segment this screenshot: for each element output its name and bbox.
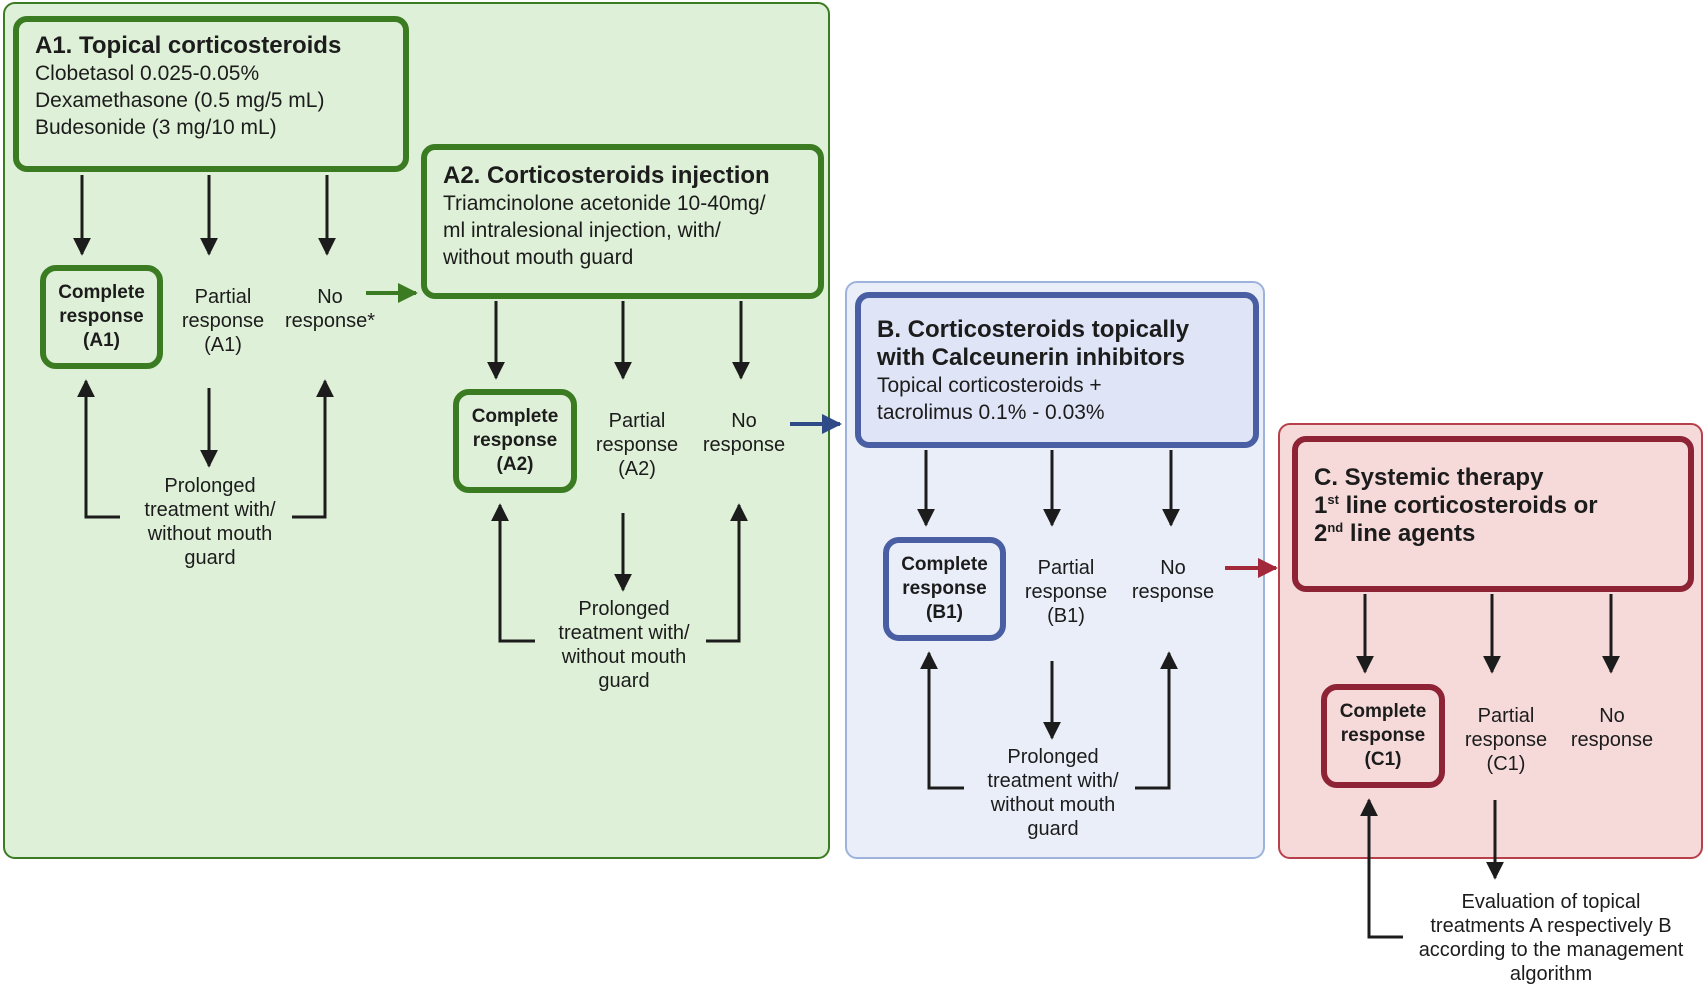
a1-drug-1: Clobetasol 0.025-0.05% <box>35 62 260 85</box>
b-line-2: tacrolimus 0.1% - 0.03% <box>877 401 1105 424</box>
c-title-line-3: 2nd line agents <box>1314 520 1476 547</box>
c-title-line-1: C. Systemic therapy <box>1314 464 1544 491</box>
a2-line-2: ml intralesional injection, with/ <box>443 219 721 242</box>
b-treatment-box: B. Corticosteroids topically with Calceu… <box>855 292 1259 448</box>
b-line-1: Topical corticosteroids + <box>877 374 1102 397</box>
a1-treatment-box: A1. Topical corticosteroids Clobetasol 0… <box>13 16 409 172</box>
a1-drug-2: Dexamethasone (0.5 mg/5 mL) <box>35 89 325 112</box>
a1-drug-3: Budesonide (3 mg/10 mL) <box>35 116 277 139</box>
a2-line-1: Triamcinolone acetonide 10-40mg/ <box>443 192 766 215</box>
b-title-line-2: with Calceunerin inhibitors <box>877 344 1186 371</box>
a2-line-3: without mouth guard <box>443 246 634 269</box>
c-treatment-box: C. Systemic therapy 1st line corticoster… <box>1292 436 1694 592</box>
a2-treatment-box: A2. Corticosteroids injection Triamcinol… <box>421 144 824 299</box>
b-title-line-1: B. Corticosteroids topically <box>877 316 1190 343</box>
a1-title: A1. Topical corticosteroids <box>35 32 342 59</box>
a2-title: A2. Corticosteroids injection <box>443 162 770 189</box>
c-title-line-2: 1st line corticosteroids or <box>1314 492 1598 519</box>
